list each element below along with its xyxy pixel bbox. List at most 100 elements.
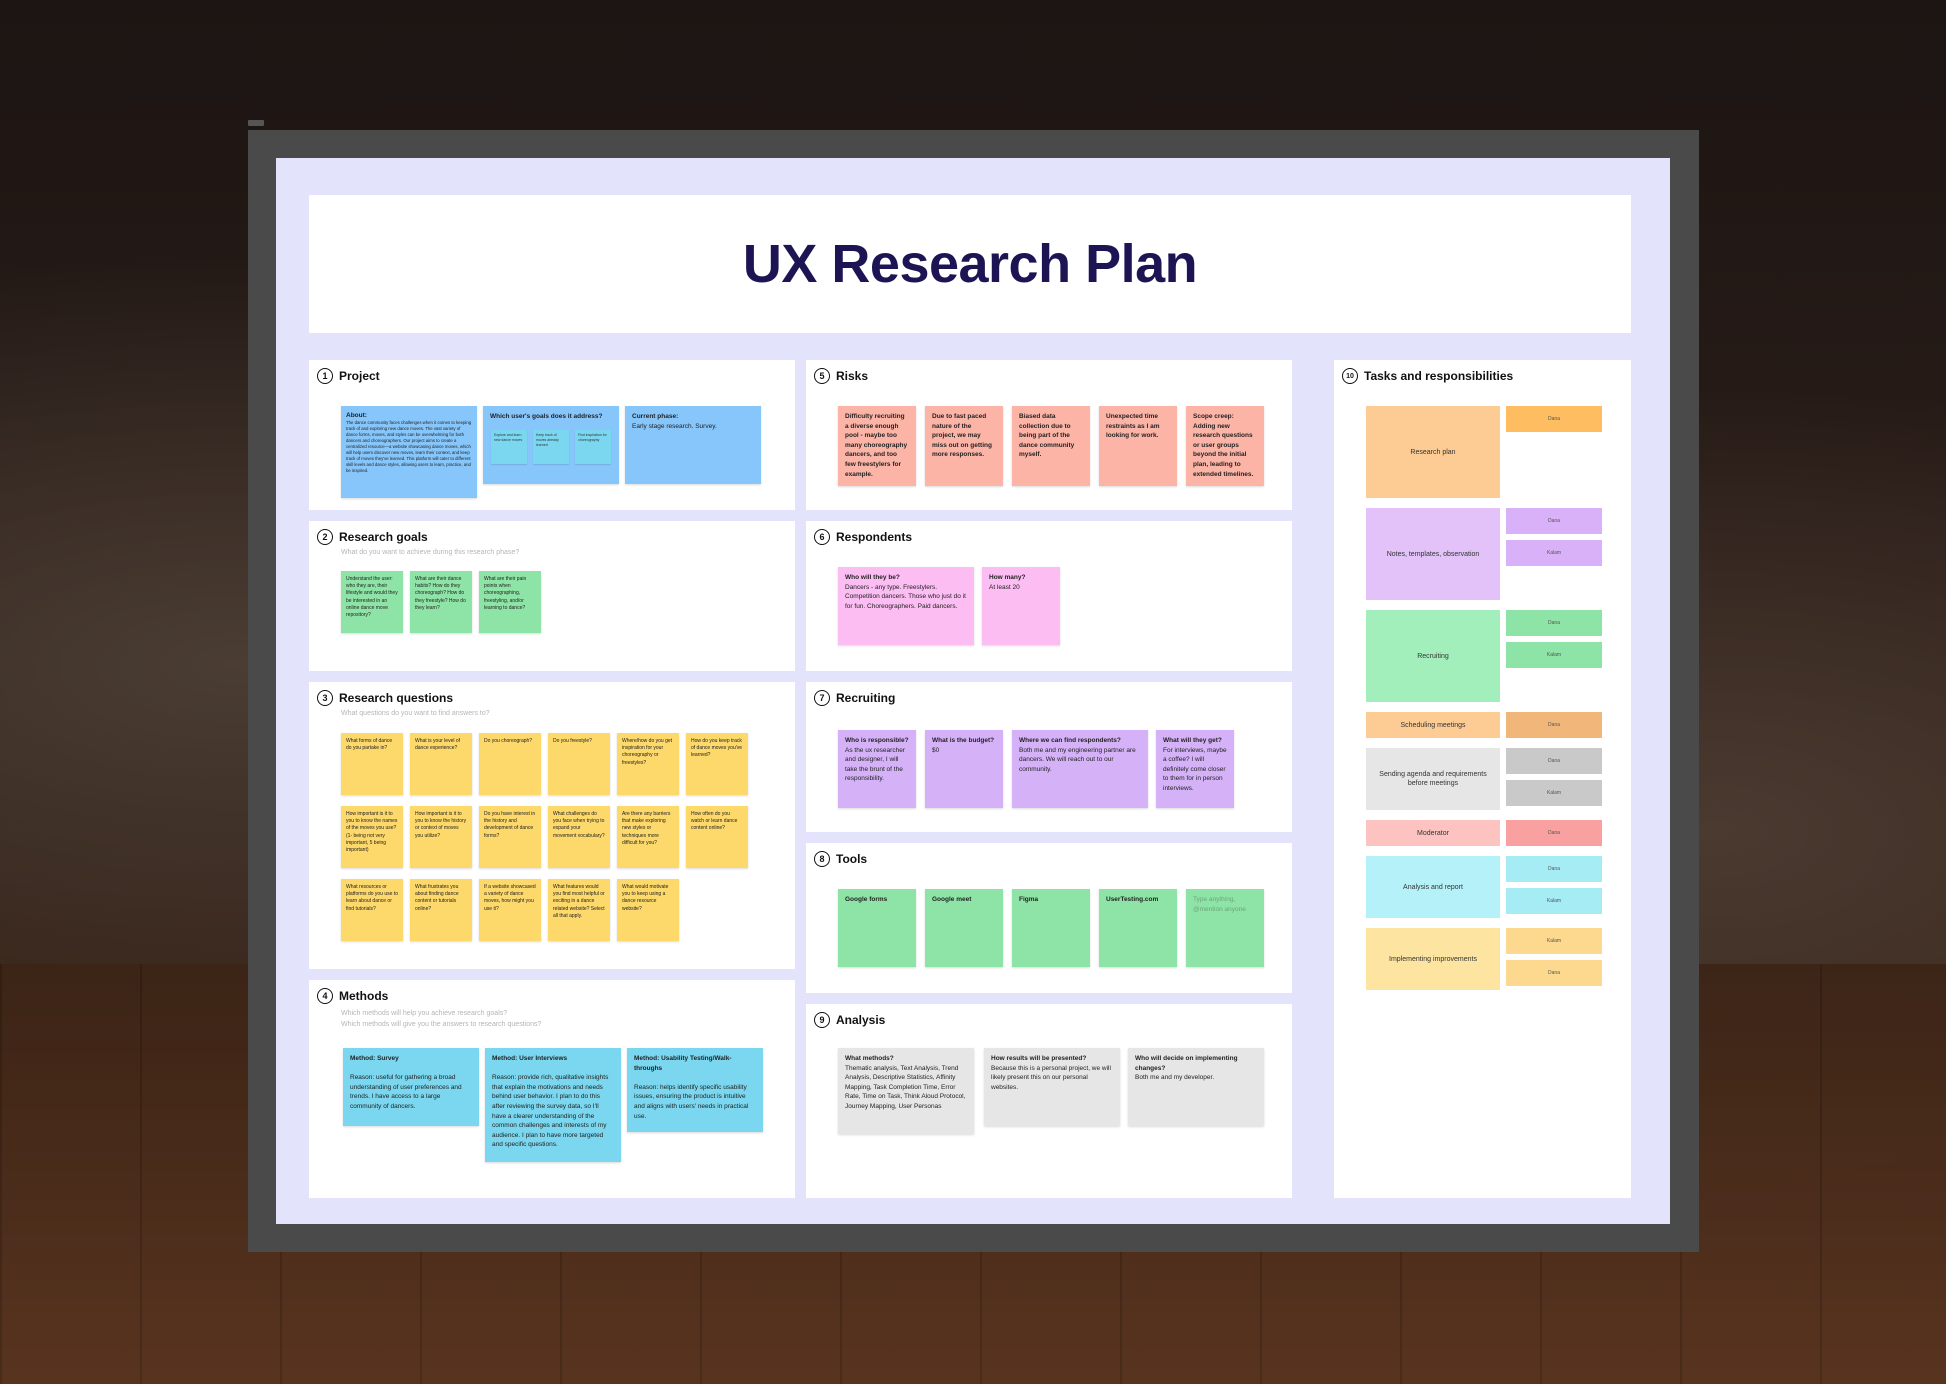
analysis-note-methods[interactable]: What methods?Thematic analysis, Text Ana… — [838, 1048, 974, 1134]
question-note[interactable]: What features would you find most helpfu… — [548, 879, 610, 941]
assignee-badge[interactable]: Kalam — [1506, 780, 1602, 806]
tool-note[interactable]: Google forms — [838, 889, 916, 967]
mini-note[interactable]: Find inspiration for choreography — [575, 430, 611, 464]
analysis-note-decide[interactable]: Who will decide on implementing changes?… — [1128, 1048, 1264, 1126]
section-risks: 5 Risks Difficulty recruiting a diverse e… — [806, 360, 1292, 510]
question-note[interactable]: How often do you watch or learn dance co… — [686, 806, 748, 868]
task-card[interactable]: Implementing improvements — [1366, 928, 1500, 990]
section-analysis: 9 Analysis What methods?Thematic analysis… — [806, 1004, 1292, 1198]
assignee-badge[interactable]: Dana — [1506, 960, 1602, 986]
section-number: 10 — [1342, 368, 1358, 384]
question-note[interactable]: What challenges do you face when trying … — [548, 806, 610, 868]
section-title: Research questions — [339, 691, 454, 705]
recruiting-note-where[interactable]: Where we can find respondents?Both me an… — [1012, 730, 1148, 808]
section-number: 3 — [317, 690, 333, 706]
task-card[interactable]: Notes, templates, observation — [1366, 508, 1500, 600]
task-card[interactable]: Recruiting — [1366, 610, 1500, 702]
task-card[interactable]: Sending agenda and requirements before m… — [1366, 748, 1500, 810]
assignee-badge[interactable]: Dana — [1506, 748, 1602, 774]
page-title: UX Research Plan — [742, 234, 1198, 294]
question-note[interactable]: How do you keep track of dance moves you… — [686, 733, 748, 795]
section-subtitle: Which methods will give you the answers … — [341, 1021, 542, 1028]
assignee-badge[interactable]: Kalam — [1506, 642, 1602, 668]
risk-note[interactable]: Biased data collection due to being part… — [1012, 406, 1090, 486]
risk-note[interactable]: Difficulty recruiting a diverse enough p… — [838, 406, 916, 486]
question-note[interactable]: What resources or platforms do you use t… — [341, 879, 403, 941]
recruiting-note-budget[interactable]: What is the budget?$0 — [925, 730, 1003, 808]
tool-note[interactable]: Google meet — [925, 889, 1003, 967]
respondents-note-who[interactable]: Who will they be?Dancers - any type. Fre… — [838, 567, 974, 645]
section-number: 6 — [814, 529, 830, 545]
note-about[interactable]: About:The dance community faces challeng… — [341, 406, 477, 498]
analysis-note-results[interactable]: How results will be presented?Because th… — [984, 1048, 1120, 1126]
question-note[interactable]: Do you freestyle? — [548, 733, 610, 795]
question-note[interactable]: If a website showcased a variety of danc… — [479, 879, 541, 941]
question-note[interactable]: How important is it to you to know the h… — [410, 806, 472, 868]
task-card[interactable]: Moderator — [1366, 820, 1500, 846]
section-research-goals: 2 Research goals What do you want to achi… — [309, 521, 795, 671]
section-title: Recruiting — [836, 691, 896, 705]
section-number: 8 — [814, 851, 830, 867]
section-title: Analysis — [836, 1013, 886, 1027]
risk-note[interactable]: Unexpected time restraints as I am looki… — [1099, 406, 1177, 486]
section-title: Risks — [836, 369, 869, 383]
section-number: 9 — [814, 1012, 830, 1028]
goal-note[interactable]: What are their pain points when choreogr… — [479, 571, 541, 633]
question-note[interactable]: Do you choreograph? — [479, 733, 541, 795]
section-subtitle: What do you want to achieve during this … — [341, 549, 520, 556]
section-title: Tools — [836, 852, 868, 866]
section-number: 5 — [814, 368, 830, 384]
question-note[interactable]: What forms of dance do you partake in? — [341, 733, 403, 795]
tool-note[interactable]: UserTesting.com — [1099, 889, 1177, 967]
risk-note[interactable]: Scope creep: Adding new research questio… — [1186, 406, 1264, 486]
assignee-badge[interactable]: Kalam — [1506, 928, 1602, 954]
section-number: 7 — [814, 690, 830, 706]
assignee-badge[interactable]: Dana — [1506, 508, 1602, 534]
frame-handle[interactable] — [248, 120, 264, 126]
question-note[interactable]: How important is it to you to know the n… — [341, 806, 403, 868]
assignee-badge[interactable]: Dana — [1506, 856, 1602, 882]
question-note[interactable]: Do you have interest in the history and … — [479, 806, 541, 868]
goal-note[interactable]: Understand the user: who they are, their… — [341, 571, 403, 633]
risk-note[interactable]: Due to fast paced nature of the project,… — [925, 406, 1003, 486]
tool-note[interactable]: Figma — [1012, 889, 1090, 967]
section-tasks: 10 Tasks and responsibilities Research pl… — [1334, 360, 1631, 1198]
recruiting-note-incentive[interactable]: What will they get?For interviews, maybe… — [1156, 730, 1234, 808]
assignee-badge[interactable]: Dana — [1506, 712, 1602, 738]
note-current-phase[interactable]: Current phase:Early stage research. Surv… — [625, 406, 761, 484]
tool-note-empty[interactable]: Type anything, @mention anyone — [1186, 889, 1264, 967]
assignee-badge[interactable]: Dana — [1506, 820, 1602, 846]
task-card[interactable]: Scheduling meetings — [1366, 712, 1500, 738]
mini-note[interactable]: Explore and learn new dance moves — [491, 430, 527, 464]
assignee-badge[interactable]: Dana — [1506, 610, 1602, 636]
assignee-badge[interactable]: Kalam — [1506, 888, 1602, 914]
section-title: Methods — [339, 989, 389, 1003]
section-research-questions: 3 Research questions What questions do yo… — [309, 682, 795, 969]
section-recruiting: 7 Recruiting Who is responsible?As the ux… — [806, 682, 1292, 832]
section-number: 2 — [317, 529, 333, 545]
assignee-badge[interactable]: Dana — [1506, 406, 1602, 432]
section-title: Research goals — [339, 530, 428, 544]
question-note[interactable]: What frustrates you about finding dance … — [410, 879, 472, 941]
question-note[interactable]: What would motivate you to keep using a … — [617, 879, 679, 941]
section-tools: 8 Tools Google forms Google meet Figma Us… — [806, 843, 1292, 993]
mini-note[interactable]: Keep track of moves already learned — [533, 430, 569, 464]
goal-note[interactable]: What are their dance habits? How do they… — [410, 571, 472, 633]
respondents-note-how-many[interactable]: How many?At least 20 — [982, 567, 1060, 645]
recruiting-note-who[interactable]: Who is responsible?As the ux researcher … — [838, 730, 916, 808]
question-note[interactable]: Where/how do you get inspiration for you… — [617, 733, 679, 795]
question-note[interactable]: Are there any barriers that make explori… — [617, 806, 679, 868]
assignee-badge[interactable]: Kalam — [1506, 540, 1602, 566]
section-subtitle: What questions do you want to find answe… — [341, 710, 490, 717]
section-title: Tasks and responsibilities — [1364, 369, 1514, 383]
task-card[interactable]: Analysis and report — [1366, 856, 1500, 918]
title-card: UX Research Plan — [309, 195, 1631, 333]
section-subtitle: Which methods will help you achieve rese… — [341, 1010, 508, 1017]
question-note[interactable]: What is your level of dance experience? — [410, 733, 472, 795]
task-card[interactable]: Research plan — [1366, 406, 1500, 498]
